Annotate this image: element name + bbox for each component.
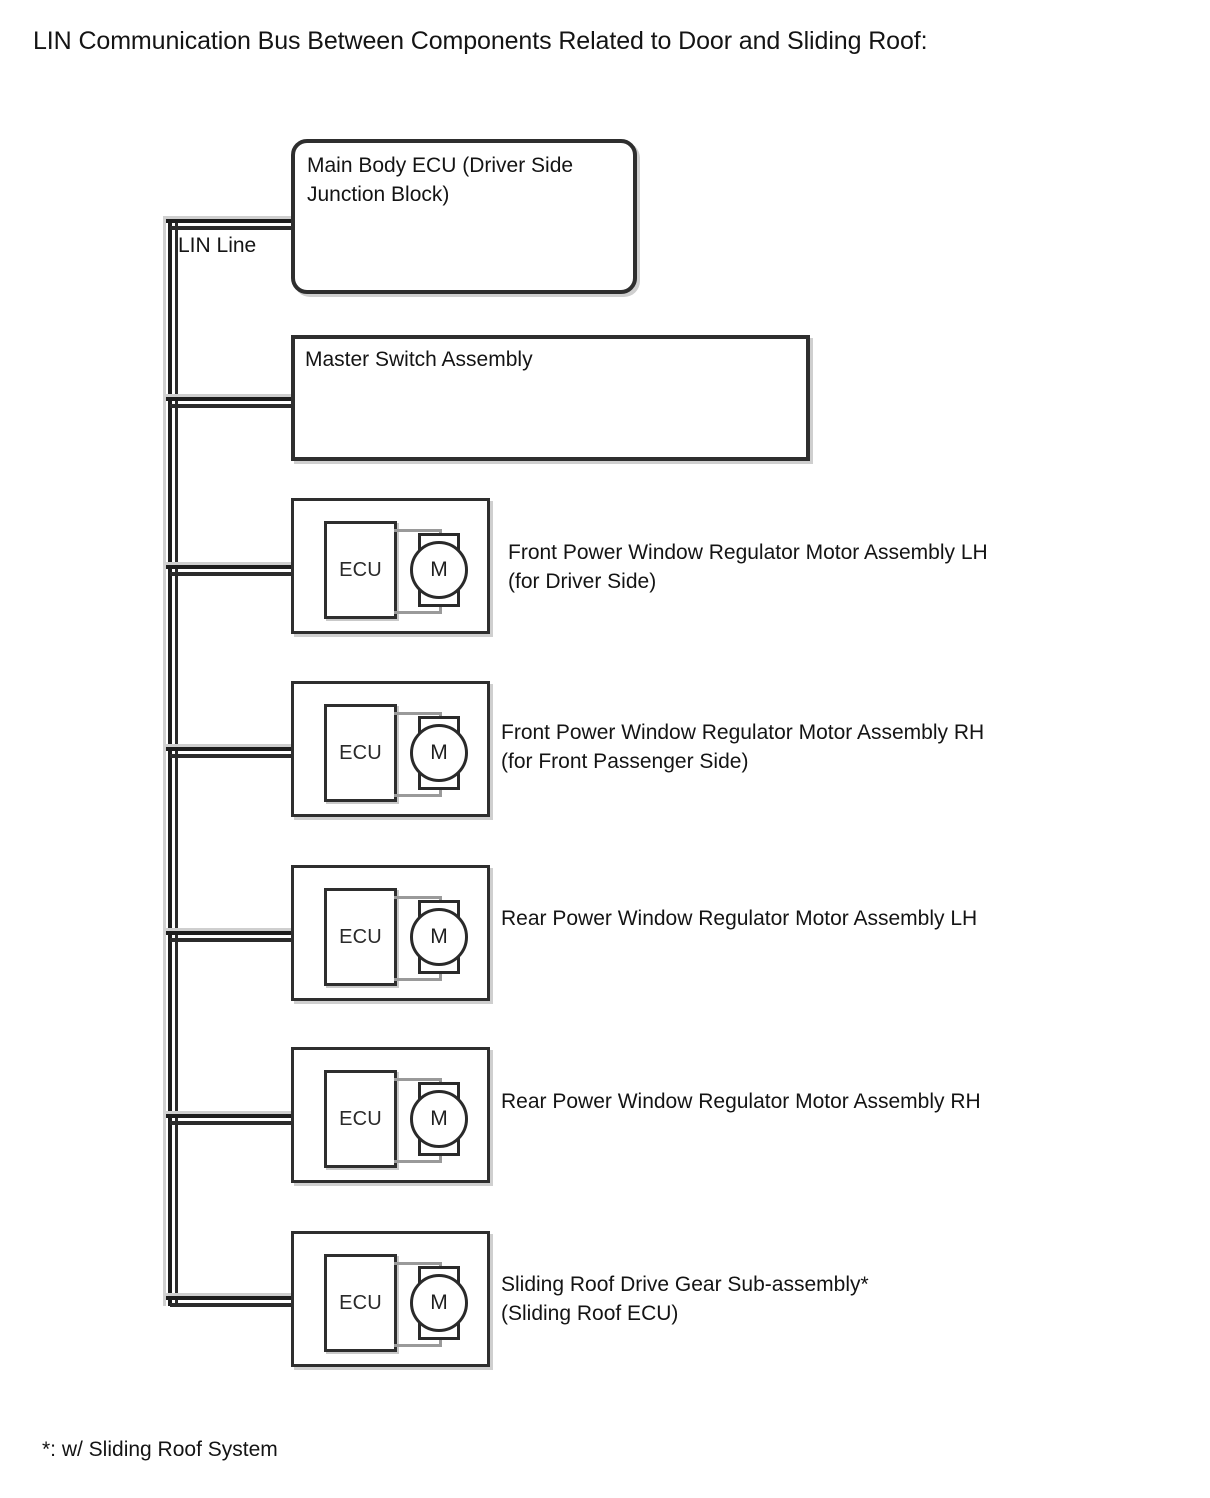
sliding-roof-drive-gear-module[interactable]: ECU M xyxy=(291,1231,490,1367)
front-power-window-motor-lh-module[interactable]: ECU M xyxy=(291,498,490,634)
master-switch-assembly-label-line1: Master Switch Assembly xyxy=(305,348,533,371)
sliding-roof-drive-gear-label-line1: Sliding Roof Drive Gear Sub-assembly* xyxy=(501,1273,869,1296)
motor-wire-bottom xyxy=(394,1344,442,1347)
motor-letter: M xyxy=(430,558,448,581)
ecu-sub-box: ECU xyxy=(324,1070,397,1168)
main-body-ecu-box[interactable] xyxy=(291,139,637,294)
front-power-window-motor-rh-label-line1: Front Power Window Regulator Motor Assem… xyxy=(501,721,985,744)
master-switch-assembly-box[interactable] xyxy=(291,335,810,461)
motor-letter: M xyxy=(430,741,448,764)
front-power-window-motor-rh-label-line2: (for Front Passenger Side) xyxy=(501,750,749,773)
motor-circle: M xyxy=(410,541,468,599)
motor-wire-bottom xyxy=(394,1160,442,1163)
footnote: *: w/ Sliding Roof System xyxy=(42,1438,278,1461)
rear-power-window-motor-rh-module[interactable]: ECU M xyxy=(291,1047,490,1183)
ecu-label: ECU xyxy=(339,1292,382,1314)
ecu-label: ECU xyxy=(339,559,382,581)
motor-wire-bottom xyxy=(394,611,442,614)
front-power-window-motor-lh-label-line1: Front Power Window Regulator Motor Assem… xyxy=(508,541,988,564)
bus-branch-front-window-rh xyxy=(166,744,294,758)
ecu-sub-box: ECU xyxy=(324,521,397,619)
motor-circle: M xyxy=(410,724,468,782)
motor-wire-bottom xyxy=(394,978,442,981)
rear-power-window-motor-lh-label-line1: Rear Power Window Regulator Motor Assemb… xyxy=(501,907,978,930)
motor-wire-top xyxy=(394,1078,442,1081)
sliding-roof-drive-gear-label-line2: (Sliding Roof ECU) xyxy=(501,1302,679,1325)
bus-branch-front-window-lh xyxy=(166,562,294,576)
ecu-label: ECU xyxy=(339,1108,382,1130)
motor-circle: M xyxy=(410,1090,468,1148)
bus-branch-rear-window-lh xyxy=(166,928,294,942)
motor-letter: M xyxy=(430,1107,448,1130)
motor-letter: M xyxy=(430,1291,448,1314)
motor-circle: M xyxy=(410,908,468,966)
ecu-sub-box: ECU xyxy=(324,1254,397,1352)
motor-wire-top xyxy=(394,529,442,532)
ecu-sub-box: ECU xyxy=(324,704,397,802)
lin-line-label: LIN Line xyxy=(178,234,257,257)
main-body-ecu-label-line1: Main Body ECU (Driver Side xyxy=(307,154,574,177)
rear-power-window-motor-rh-label-line1: Rear Power Window Regulator Motor Assemb… xyxy=(501,1090,981,1113)
ecu-label: ECU xyxy=(339,926,382,948)
front-power-window-motor-rh-module[interactable]: ECU M xyxy=(291,681,490,817)
lin-bus-trunk xyxy=(163,216,178,1306)
motor-wire-top xyxy=(394,1262,442,1265)
page-title: LIN Communication Bus Between Components… xyxy=(33,27,928,55)
motor-letter: M xyxy=(430,925,448,948)
motor-wire-top xyxy=(394,896,442,899)
bus-branch-main-body-ecu xyxy=(166,216,296,230)
motor-wire-top xyxy=(394,712,442,715)
motor-circle: M xyxy=(410,1274,468,1332)
ecu-sub-box: ECU xyxy=(324,888,397,986)
bus-branch-rear-window-rh xyxy=(166,1111,294,1125)
ecu-label: ECU xyxy=(339,742,382,764)
motor-wire-bottom xyxy=(394,794,442,797)
main-body-ecu-label-line2: Junction Block) xyxy=(307,183,450,206)
bus-branch-master-switch xyxy=(166,394,294,408)
rear-power-window-motor-lh-module[interactable]: ECU M xyxy=(291,865,490,1001)
bus-branch-sliding-roof xyxy=(166,1293,294,1307)
front-power-window-motor-lh-label-line2: (for Driver Side) xyxy=(508,570,657,593)
